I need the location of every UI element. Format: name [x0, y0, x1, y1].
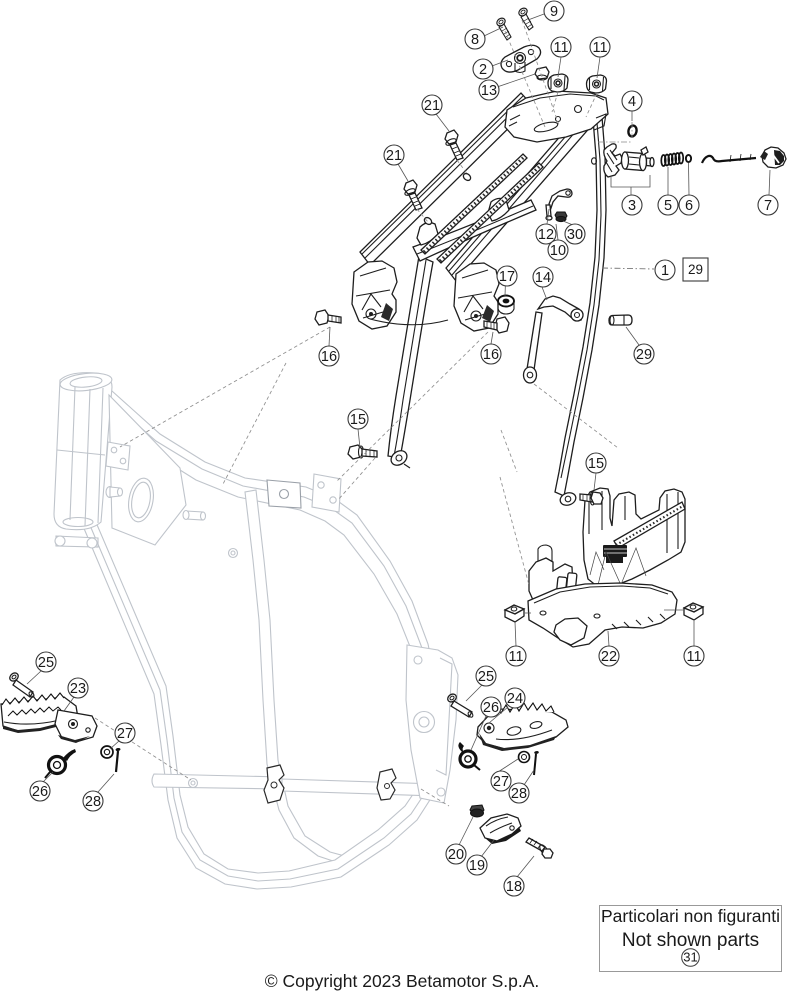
svg-text:17: 17: [499, 269, 515, 285]
svg-text:29: 29: [636, 347, 652, 363]
svg-text:23: 23: [70, 681, 86, 697]
svg-text:8: 8: [471, 32, 479, 48]
svg-text:3: 3: [628, 198, 636, 214]
svg-text:26: 26: [483, 700, 499, 716]
svg-text:2: 2: [479, 62, 487, 78]
svg-text:27: 27: [117, 726, 133, 742]
svg-text:31: 31: [683, 950, 697, 965]
svg-text:27: 27: [493, 774, 509, 790]
svg-text:6: 6: [685, 198, 693, 214]
svg-text:Not shown parts: Not shown parts: [622, 930, 759, 951]
svg-text:11: 11: [553, 40, 568, 56]
svg-text:19: 19: [469, 858, 485, 874]
svg-text:© Copyright 2023 Betamotor S.p: © Copyright 2023 Betamotor S.p.A.: [265, 971, 540, 991]
svg-text:22: 22: [601, 649, 617, 665]
svg-text:20: 20: [448, 847, 464, 863]
svg-text:30: 30: [567, 227, 583, 243]
svg-text:4: 4: [628, 94, 636, 110]
svg-text:24: 24: [507, 691, 523, 707]
svg-text:21: 21: [424, 98, 440, 114]
svg-text:11: 11: [592, 40, 607, 56]
svg-text:Particolari non figuranti: Particolari non figuranti: [601, 906, 780, 926]
svg-text:11: 11: [508, 649, 523, 665]
svg-text:15: 15: [588, 456, 604, 472]
svg-text:25: 25: [478, 669, 494, 685]
svg-text:18: 18: [506, 879, 522, 895]
svg-text:10: 10: [550, 243, 566, 259]
svg-text:28: 28: [511, 786, 527, 802]
svg-text:9: 9: [550, 4, 558, 20]
svg-text:11: 11: [686, 649, 701, 665]
svg-text:15: 15: [350, 412, 366, 428]
svg-text:1: 1: [661, 263, 669, 279]
svg-text:14: 14: [535, 270, 551, 286]
svg-text:5: 5: [664, 198, 672, 214]
svg-text:12: 12: [538, 227, 554, 243]
svg-text:16: 16: [483, 347, 499, 363]
svg-text:21: 21: [386, 148, 402, 164]
svg-text:29: 29: [688, 262, 703, 277]
svg-text:26: 26: [32, 784, 48, 800]
svg-text:7: 7: [764, 198, 772, 214]
svg-text:25: 25: [38, 655, 54, 671]
svg-text:13: 13: [481, 83, 497, 99]
svg-text:28: 28: [85, 794, 101, 810]
svg-text:16: 16: [321, 349, 337, 365]
